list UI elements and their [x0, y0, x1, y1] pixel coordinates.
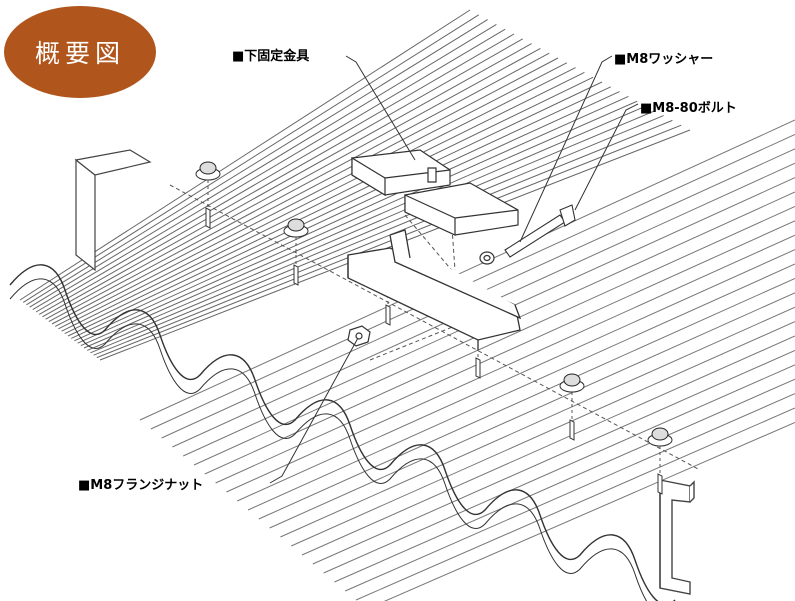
screw-fastener: [195, 161, 221, 229]
lower-bracket: [347, 229, 522, 350]
screw-fastener: [283, 218, 309, 286]
screw-fastener: [559, 373, 585, 441]
leader-lines: [269, 55, 639, 484]
right-purlin: [659, 479, 695, 595]
overview-badge: 概要図: [4, 6, 156, 98]
label-lower-bracket: ■下固定金具: [232, 49, 310, 64]
washer-part: [479, 251, 495, 265]
label-flange-nut: ■M8フランジナット: [78, 478, 204, 493]
upper-bracket-part: [351, 149, 519, 236]
screw-fastener: [647, 427, 673, 495]
left-purlin: [74, 149, 152, 272]
bolt-part: [504, 204, 576, 258]
label-bolt: ■M8-80ボルト: [640, 101, 737, 116]
flange-nut-part: [347, 325, 371, 347]
label-washer: ■M8ワッシャー: [614, 52, 714, 67]
badge-text: 概要図: [34, 39, 125, 68]
corrugated-roof-sheet: [9, 9, 795, 601]
